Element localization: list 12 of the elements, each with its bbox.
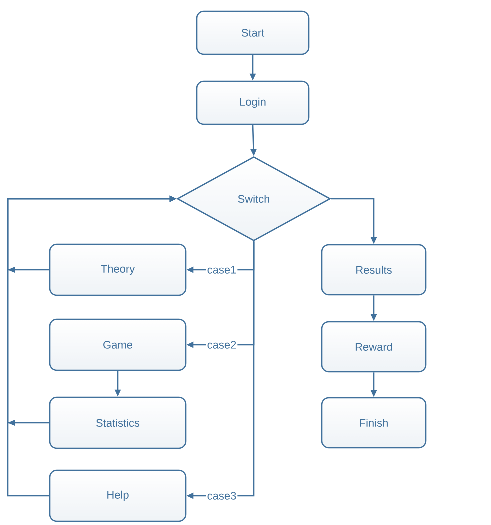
process-box: Statistics [49, 396, 187, 450]
process-box: Start [196, 10, 310, 56]
process-box: Reward [321, 321, 427, 373]
process-box: Theory [49, 244, 187, 296]
process-box: Game [49, 318, 187, 372]
process-box: Results [321, 244, 427, 296]
process-box: Help [49, 470, 187, 522]
edge-label: case3 [206, 491, 238, 501]
edge-label: case2 [206, 340, 238, 350]
edge-label: case1 [206, 265, 238, 275]
process-box: Login [196, 80, 310, 126]
process-box: Finish [321, 397, 427, 449]
